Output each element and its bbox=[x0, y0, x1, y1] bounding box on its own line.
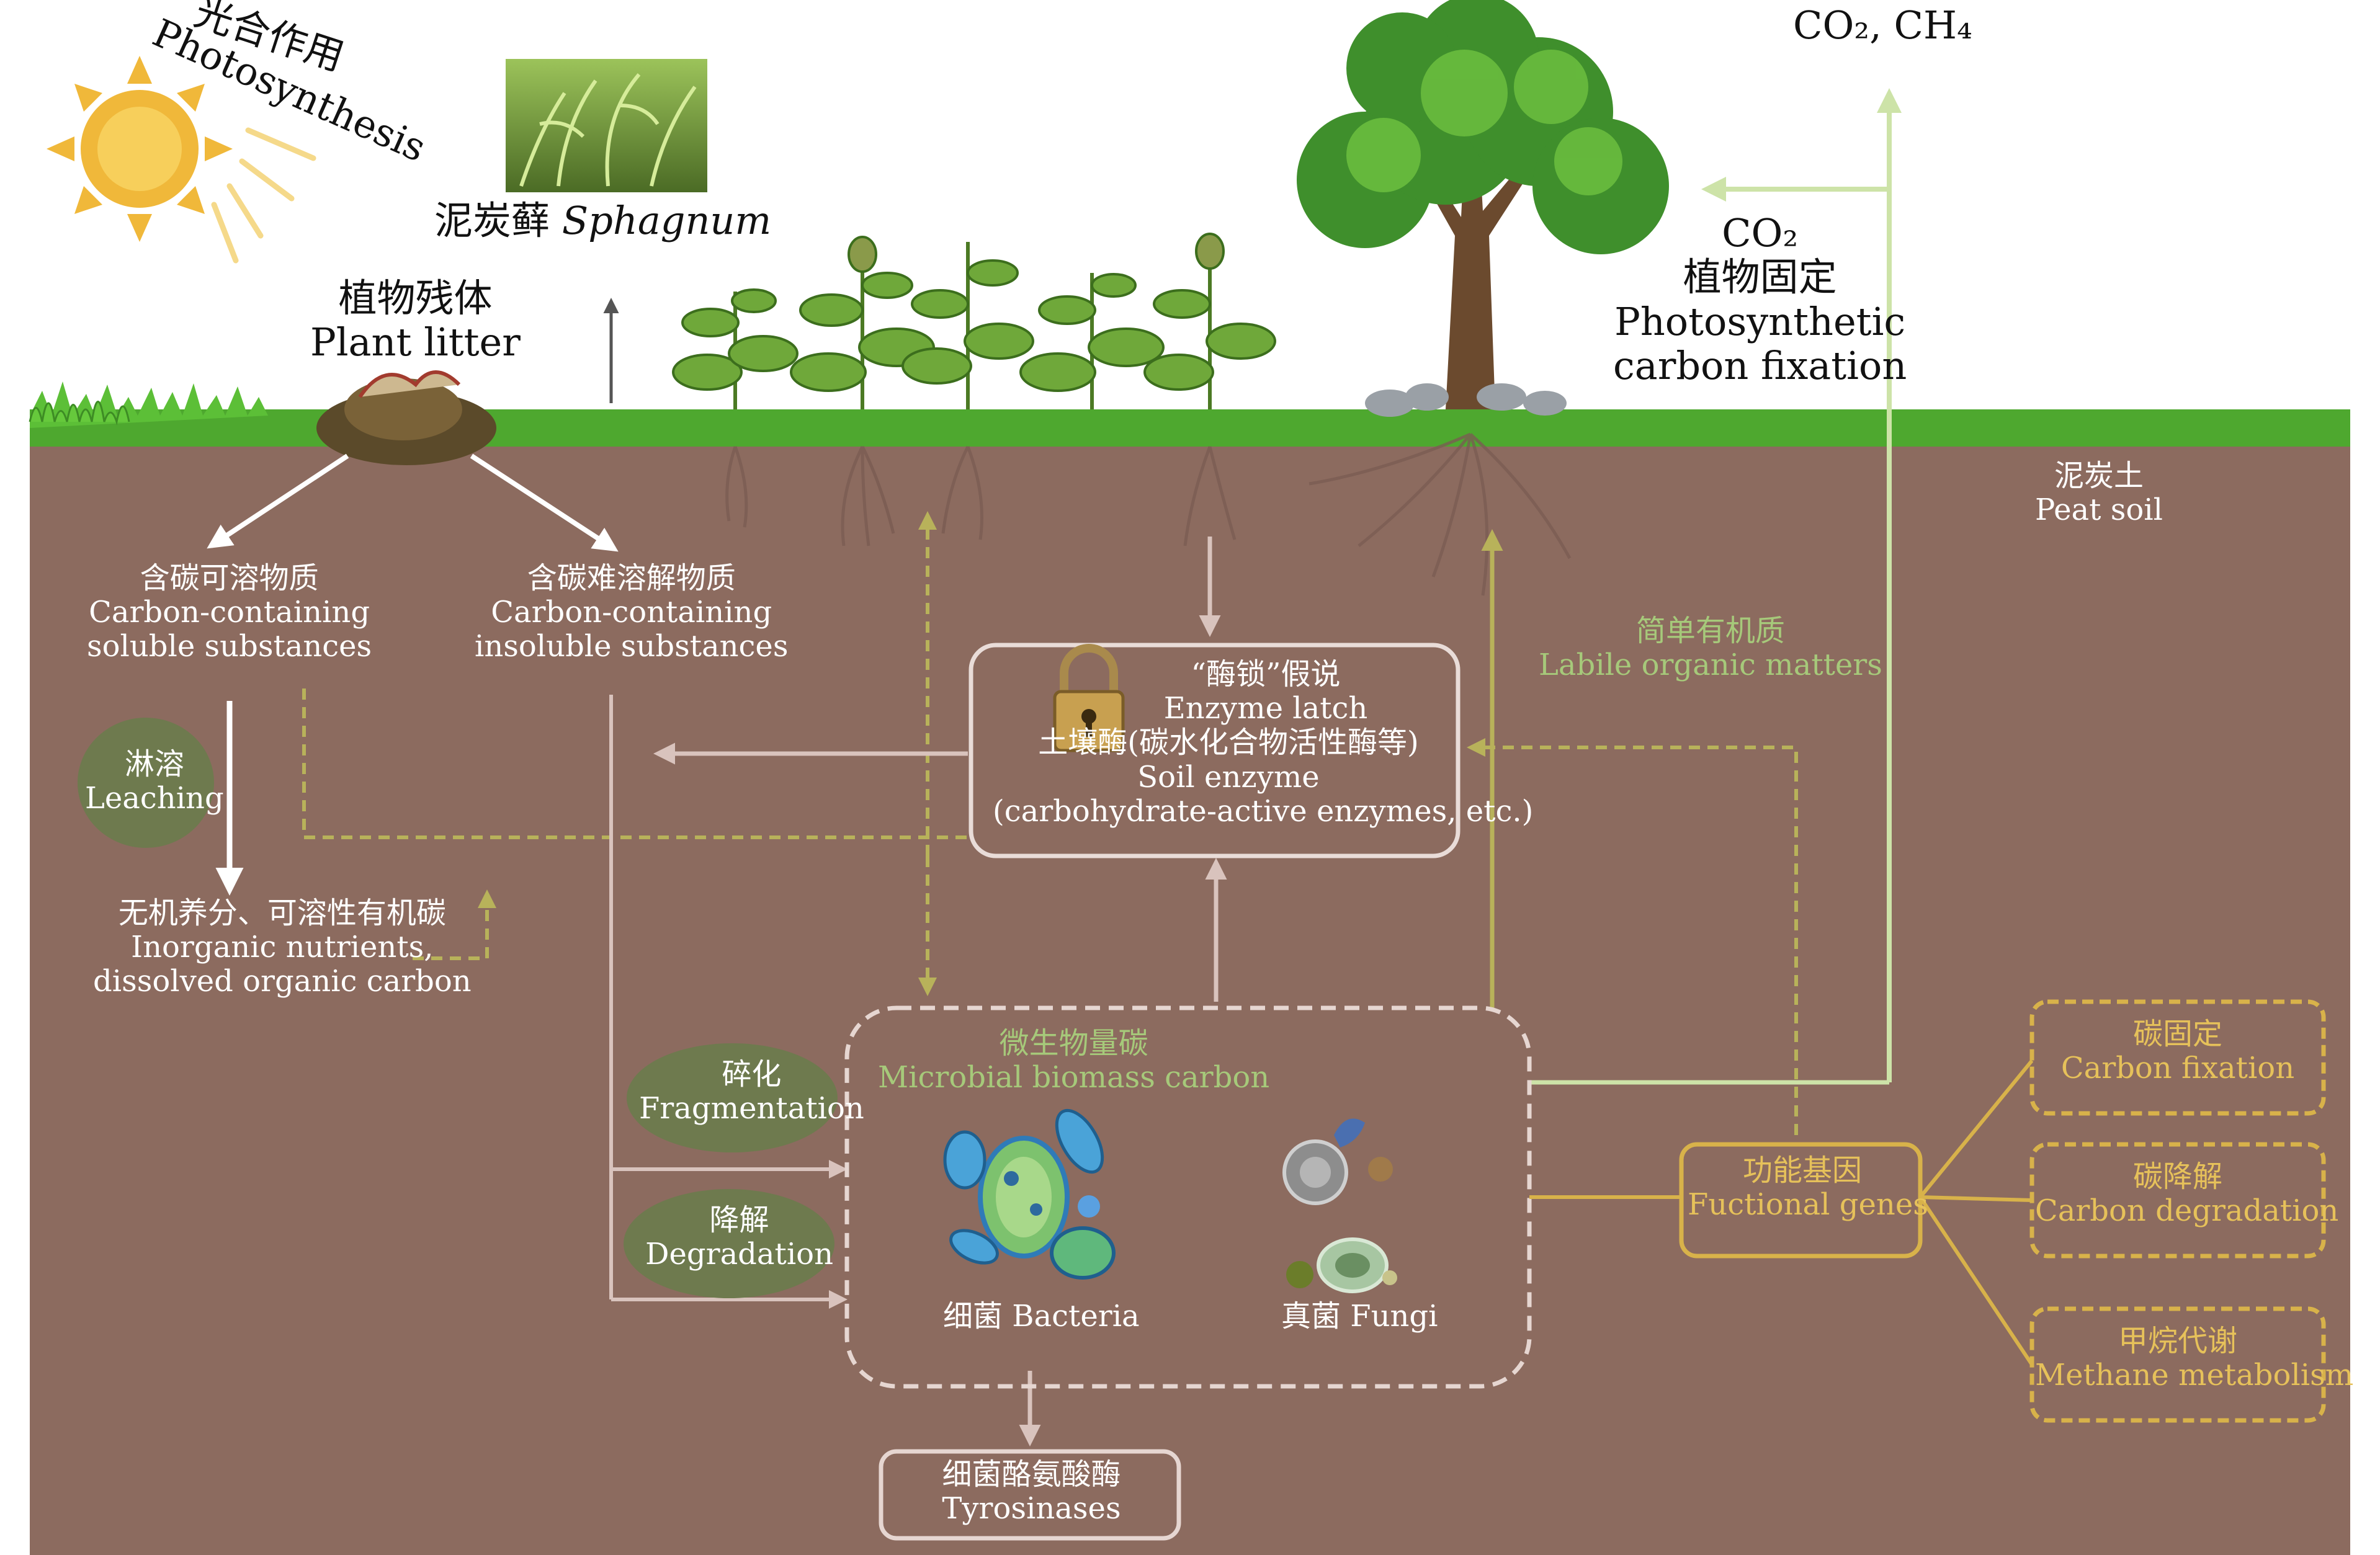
plant-litter-icon bbox=[316, 370, 496, 465]
fungi-icon bbox=[1282, 1118, 1397, 1293]
microbial-biomass-box bbox=[844, 1005, 1532, 1389]
enzyme-latch-label: “酶锁”假说 Enzyme latch 土壤酶(碳水化合物活性酶等) Soil … bbox=[993, 657, 1534, 829]
sun-icon bbox=[47, 56, 233, 242]
plant-roots bbox=[725, 432, 1572, 596]
fragmentation-oval bbox=[627, 1043, 838, 1152]
sun-rays-icon bbox=[211, 127, 316, 264]
enzyme-latch-box bbox=[969, 643, 1461, 858]
peat-soil-label: 泥炭土 Peat soil bbox=[2035, 458, 2163, 528]
carbon-degradation-box bbox=[2029, 1142, 2326, 1259]
inorganic-feedback-arrow bbox=[413, 889, 496, 960]
labile-organic-label: 简单有机质 Labile organic matters bbox=[1539, 613, 1882, 683]
plant-litter-label: 植物残体 Plant litter bbox=[310, 275, 521, 365]
leaching-oval bbox=[78, 718, 214, 848]
co2-ch4-label: CO₂, CH₄ bbox=[1793, 2, 1972, 48]
functional-genes-label: 功能基因 Fuctional genes bbox=[1688, 1153, 1928, 1223]
litter-to-soluble-arrow bbox=[207, 453, 349, 549]
tree-icon bbox=[1297, 0, 1669, 417]
carbon-fixation-box bbox=[2029, 999, 2326, 1116]
sphagnum-photo bbox=[506, 59, 707, 192]
leaching-label: 淋溶 Leaching bbox=[85, 747, 224, 816]
fragmentation-label: 碎化 Fragmentation bbox=[639, 1057, 864, 1126]
genes-branch-lines bbox=[1918, 1059, 2034, 1366]
soluble-latch-dashed-link bbox=[302, 688, 968, 839]
tyrosinase-box bbox=[879, 1449, 1181, 1541]
methane-metabolism-gene-label: 甲烷代谢 Methane metabolism bbox=[2035, 1324, 2354, 1393]
methane-metabolism-box bbox=[2029, 1306, 2326, 1423]
litter-to-insoluble-arrow bbox=[470, 453, 619, 552]
degradation-oval bbox=[624, 1189, 834, 1298]
degradation-label: 降解 Degradation bbox=[645, 1203, 833, 1272]
bacteria-label: 细菌 Bacteria bbox=[943, 1299, 1140, 1334]
fungi-label: 真菌 Fungi bbox=[1281, 1299, 1438, 1334]
padlock-icon bbox=[1053, 644, 1125, 752]
seedling-plants-icon bbox=[672, 233, 1276, 409]
peat-soil-block bbox=[30, 434, 2350, 1555]
carbon-fixation-gene-label: 碳固定 Carbon fixation bbox=[2060, 1017, 2295, 1086]
inorganic-nutrients-label: 无机养分、可溶性有机碳 Inorganic nutrients, dissolv… bbox=[93, 896, 472, 999]
bacteria-icon bbox=[943, 1108, 1116, 1280]
genes-to-latch-dashed-arrow bbox=[1467, 738, 1798, 1135]
insoluble-substances-label: 含碳难溶解物质 Carbon-containing insoluble subs… bbox=[475, 561, 789, 664]
microbial-biomass-label: 微生物量碳 Microbial biomass carbon bbox=[878, 1026, 1270, 1095]
sphagnum-label: 泥炭藓 Sphagnum bbox=[434, 198, 772, 243]
tyrosinase-label: 细菌酪氨酸酶 Tyrosinases bbox=[942, 1457, 1121, 1526]
carbon-fixation-label: CO₂ 植物固定 Photosynthetic carbon fixation bbox=[1613, 210, 1907, 388]
carbon-degradation-gene-label: 碳降解 Carbon degradation bbox=[2035, 1159, 2339, 1229]
soluble-substances-label: 含碳可溶物质 Carbon-containing soluble substan… bbox=[87, 561, 372, 664]
